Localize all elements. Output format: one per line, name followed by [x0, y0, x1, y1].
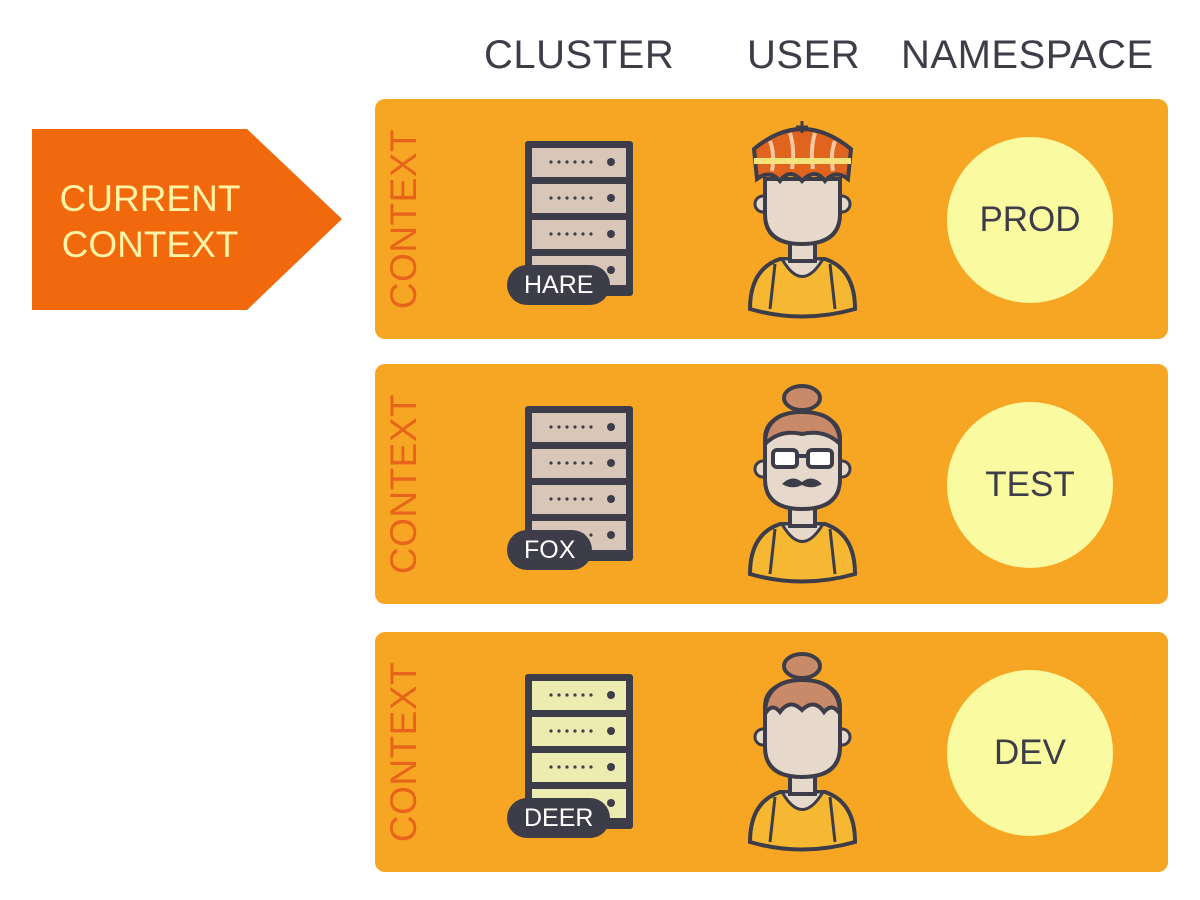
- king-icon: [747, 121, 858, 319]
- context-label: CONTEXT: [383, 128, 424, 310]
- namespace-circle: PROD: [947, 137, 1113, 303]
- context-label: CONTEXT: [383, 661, 424, 843]
- context-row-test[interactable]: CONTEXT FOX TEST: [375, 364, 1168, 604]
- namespace-circle: TEST: [947, 402, 1113, 568]
- cluster-name-badge: FOX: [507, 530, 593, 570]
- context-row-prod[interactable]: CONTEXT HARE PROD: [375, 99, 1168, 339]
- server-icon: [525, 674, 633, 829]
- namespace-circle: DEV: [947, 670, 1113, 836]
- current-context-pointer: [32, 129, 342, 310]
- context-row-dev[interactable]: CONTEXT DEER DEV: [375, 632, 1168, 872]
- user-column-header: USER: [747, 33, 861, 77]
- context-label: CONTEXT: [383, 393, 424, 575]
- cluster-column-header: CLUSTER: [484, 33, 675, 77]
- current-context-label: CURRENT CONTEXT: [59, 178, 241, 265]
- namespace-column-header: NAMESPACE: [901, 33, 1154, 77]
- cluster-name-badge: HARE: [507, 265, 611, 305]
- cluster-name-badge: DEER: [507, 798, 611, 838]
- bun-hair-icon: [747, 652, 858, 852]
- mustache-glasses-icon: [747, 384, 858, 584]
